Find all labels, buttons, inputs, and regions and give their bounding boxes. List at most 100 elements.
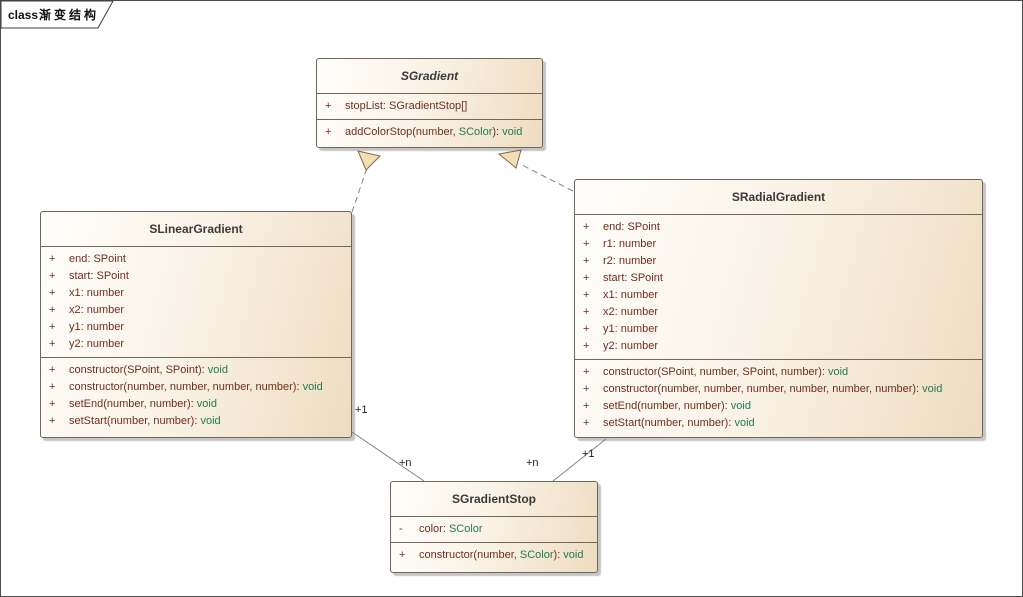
member-attribute: - color: SColor: [391, 521, 597, 538]
visibility-marker: +: [49, 338, 56, 350]
member-attribute: + end: SPoint: [41, 251, 351, 268]
member-attribute: + y2: number: [575, 338, 982, 355]
member-attribute: +start: SPoint: [41, 268, 351, 285]
frame-tab: [0, 0, 114, 29]
visibility-marker: +: [583, 400, 590, 412]
class-slineargradient-attributes: +end: SPoint+start: SPoint+x1: number+x2…: [41, 246, 351, 357]
member-text: setEnd(number, number): void: [69, 398, 217, 410]
class-sradialgradient-attributes: +end: SPoint+r1: number+r2: number+start…: [575, 214, 982, 359]
realization-line-linear-to-sgradient[interactable]: [351, 167, 368, 213]
member-text: r2: number: [603, 255, 657, 267]
member-attribute: + x1: number: [575, 287, 982, 304]
visibility-marker: +: [49, 415, 56, 427]
visibility-marker: +: [49, 304, 56, 316]
member-attribute: +r1: number: [575, 236, 982, 253]
member-text: end: SPoint: [69, 253, 126, 265]
multiplicity-radial-source: +1: [582, 448, 595, 460]
visibility-marker: +: [49, 287, 56, 299]
member-text: x1: number: [69, 287, 125, 299]
member-text: y2: number: [69, 338, 125, 350]
class-sgradientstop-methods: + constructor(number, SColor): void: [391, 542, 597, 572]
class-sgradientstop-attributes: - color: SColor: [391, 516, 597, 542]
member-attribute: + x2: number: [575, 304, 982, 321]
frame-name: 渐变结构: [39, 8, 100, 22]
member-text: addColorStop(number, SColor): void: [345, 126, 523, 138]
visibility-marker: +: [583, 323, 590, 335]
multiplicity-radial-target: +n: [526, 457, 539, 469]
visibility-marker: +: [583, 340, 590, 352]
visibility-marker: +: [583, 289, 590, 301]
visibility-marker: +: [583, 366, 590, 378]
member-text: stopList: SGradientStop[]: [345, 100, 468, 112]
class-sradialgradient[interactable]: SRadialGradient +end: SPoint+r1: number+…: [574, 179, 983, 438]
class-sgradientstop[interactable]: SGradientStop - color: SColor + constructo…: [390, 481, 598, 573]
member-text: x1: number: [603, 289, 659, 301]
association-line-linear-to-stop[interactable]: [351, 431, 425, 482]
member-method: + setEnd(number, number): void: [41, 396, 351, 413]
member-text: start: SPoint: [603, 272, 663, 284]
frame-title: class渐变结构: [8, 6, 99, 23]
realization-line-radial-to-sgradient[interactable]: [521, 164, 574, 192]
visibility-marker: +: [325, 126, 332, 138]
member-attribute: + y1: number: [41, 319, 351, 336]
member-method: +constructor(SPoint, SPoint): void: [41, 362, 351, 379]
frame-keyword: class: [8, 8, 39, 22]
member-attribute: + end: SPoint: [575, 219, 982, 236]
member-text: constructor(number, SColor): void: [419, 549, 584, 561]
class-slineargradient-header: SLinearGradient: [41, 212, 351, 246]
visibility-marker: +: [583, 383, 590, 395]
class-sgradient-methods: + addColorStop(number, SColor): void: [317, 119, 542, 147]
visibility-marker: +: [49, 381, 56, 393]
member-method: + constructor(number, number, number, num…: [41, 379, 351, 396]
class-sgradient-name: SGradient: [400, 69, 459, 83]
multiplicity-linear-target: +n: [399, 457, 412, 469]
visibility-marker: +: [49, 398, 56, 410]
member-text: y1: number: [603, 323, 659, 335]
member-text: setEnd(number, number): void: [603, 400, 751, 412]
member-method: + setEnd(number, number): void: [575, 398, 982, 415]
member-method: + constructor(number, SColor): void: [391, 547, 597, 564]
member-method: + setStart(number, number): void: [575, 415, 982, 432]
member-attribute: + x2: number: [41, 302, 351, 319]
class-slineargradient[interactable]: SLinearGradient +end: SPoint+start: SPoi…: [40, 211, 352, 438]
class-sgradientstop-header: SGradientStop: [391, 482, 597, 516]
member-text: r1: number: [603, 238, 657, 250]
member-attribute: +start: SPoint: [575, 270, 982, 287]
member-attribute: + y2: number: [41, 336, 351, 353]
visibility-marker: +: [325, 100, 332, 112]
member-method: + constructor(number, number, number, num…: [575, 381, 982, 398]
visibility-marker: +: [49, 321, 56, 333]
member-attribute: + y1: number: [575, 321, 982, 338]
class-slineargradient-methods: +constructor(SPoint, SPoint): void + const…: [41, 357, 351, 437]
member-text: y1: number: [69, 321, 125, 333]
class-sgradient-header: SGradient: [317, 59, 542, 93]
member-text: end: SPoint: [603, 221, 660, 233]
member-text: constructor(number, number, number, numb…: [69, 381, 323, 393]
visibility-marker: +: [583, 306, 590, 318]
visibility-marker: +: [583, 221, 590, 233]
visibility-marker: +: [583, 417, 590, 429]
member-text: constructor(number, number, number, numb…: [603, 383, 943, 395]
class-sgradientstop-name: SGradientStop: [451, 492, 536, 506]
member-text: setStart(number, number): void: [603, 417, 755, 429]
member-text: y2: number: [603, 340, 659, 352]
realization-arrowhead-radial: [497, 149, 522, 169]
class-sradialgradient-name: SRadialGradient: [731, 190, 826, 204]
visibility-marker: +: [49, 253, 56, 265]
multiplicity-linear-source: +1: [355, 404, 368, 416]
member-text: x2: number: [603, 306, 659, 318]
visibility-marker: -: [399, 523, 403, 535]
visibility-marker: +: [583, 255, 590, 267]
member-method: + addColorStop(number, SColor): void: [317, 124, 542, 141]
member-text: x2: number: [69, 304, 125, 316]
member-attribute: + x1: number: [41, 285, 351, 302]
realization-arrowhead-linear: [357, 150, 381, 171]
member-text: color: SColor: [419, 523, 483, 535]
member-attribute: + r2: number: [575, 253, 982, 270]
class-sgradient[interactable]: SGradient + stopList: SGradientStop[] + ad…: [316, 58, 543, 148]
member-text: start: SPoint: [69, 270, 129, 282]
visibility-marker: +: [399, 549, 406, 561]
association-line-radial-to-stop[interactable]: [552, 438, 607, 482]
member-attribute: + stopList: SGradientStop[]: [317, 98, 542, 115]
